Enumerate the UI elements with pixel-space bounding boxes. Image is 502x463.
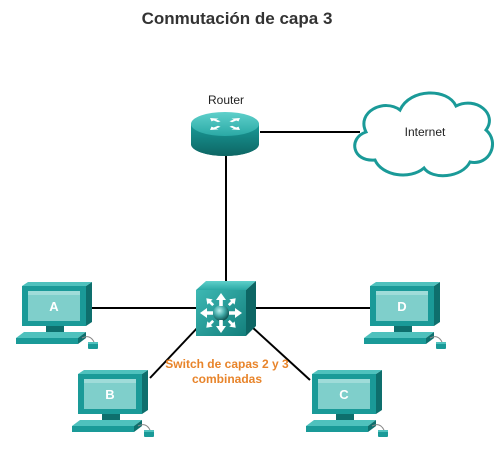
pc-c-label: C	[339, 387, 349, 402]
router-label: Router	[208, 93, 244, 107]
network-links	[85, 131, 372, 381]
pc-c-icon[interactable]: C	[305, 369, 389, 438]
pc-d-icon[interactable]: D	[363, 281, 447, 350]
router-icon[interactable]	[191, 112, 259, 156]
internet-label: Internet	[405, 125, 446, 139]
link-switch-pc-c	[251, 326, 311, 381]
link-switch-pc-b	[149, 324, 201, 379]
pc-d-label: D	[397, 299, 406, 314]
pc-a-label: A	[49, 299, 59, 314]
multilayer-switch-icon[interactable]	[196, 281, 256, 336]
internet-cloud-icon[interactable]	[353, 91, 495, 178]
switch-label-line2: combinadas	[192, 372, 262, 386]
pc-b-label: B	[105, 387, 114, 402]
pc-b-icon[interactable]: B	[71, 369, 155, 438]
diagram-title: Conmutación de capa 3	[142, 9, 333, 28]
switch-label-line1: Switch de capas 2 y 3	[165, 357, 289, 371]
pc-a-icon[interactable]: A	[15, 281, 99, 350]
